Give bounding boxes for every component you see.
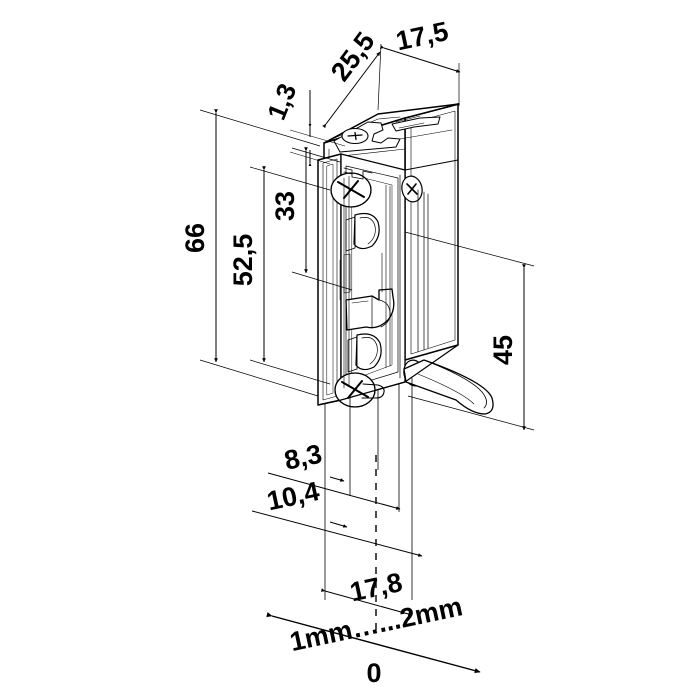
inner-rails bbox=[339, 175, 391, 389]
dimension-10-4 bbox=[251, 510, 423, 557]
dimension-33 bbox=[291, 147, 353, 291]
dimension-66 bbox=[199, 109, 321, 397]
dimension-1-3 bbox=[289, 90, 346, 167]
dimension-label-66: 66 bbox=[180, 223, 210, 253]
dimension-label-52-5: 52,5 bbox=[228, 234, 258, 287]
dimension-label-45: 45 bbox=[488, 335, 518, 365]
screw-upper bbox=[330, 172, 372, 208]
dimension-52-5 bbox=[249, 166, 331, 385]
screw-upper-side bbox=[401, 175, 423, 203]
body-right-shell bbox=[404, 103, 459, 361]
scale-label-zero: 0 bbox=[366, 658, 381, 688]
right-panel-lines bbox=[399, 174, 429, 379]
latch-keeper-lower bbox=[347, 333, 382, 373]
scale-axis bbox=[266, 612, 481, 674]
dimension-17-8 bbox=[320, 588, 413, 616]
dimension-label-33: 33 bbox=[270, 191, 300, 221]
notch-detail bbox=[343, 167, 373, 180]
latch-keeper-upper bbox=[345, 212, 380, 252]
bottom-edges bbox=[317, 344, 459, 406]
bottom-extension-lines bbox=[324, 378, 413, 600]
dimension-45 bbox=[404, 231, 535, 431]
product-illustration bbox=[317, 103, 494, 415]
dimension-8-3 bbox=[267, 472, 401, 510]
latch-lever-arm bbox=[403, 359, 494, 415]
dimension-17-5 bbox=[379, 45, 461, 106]
